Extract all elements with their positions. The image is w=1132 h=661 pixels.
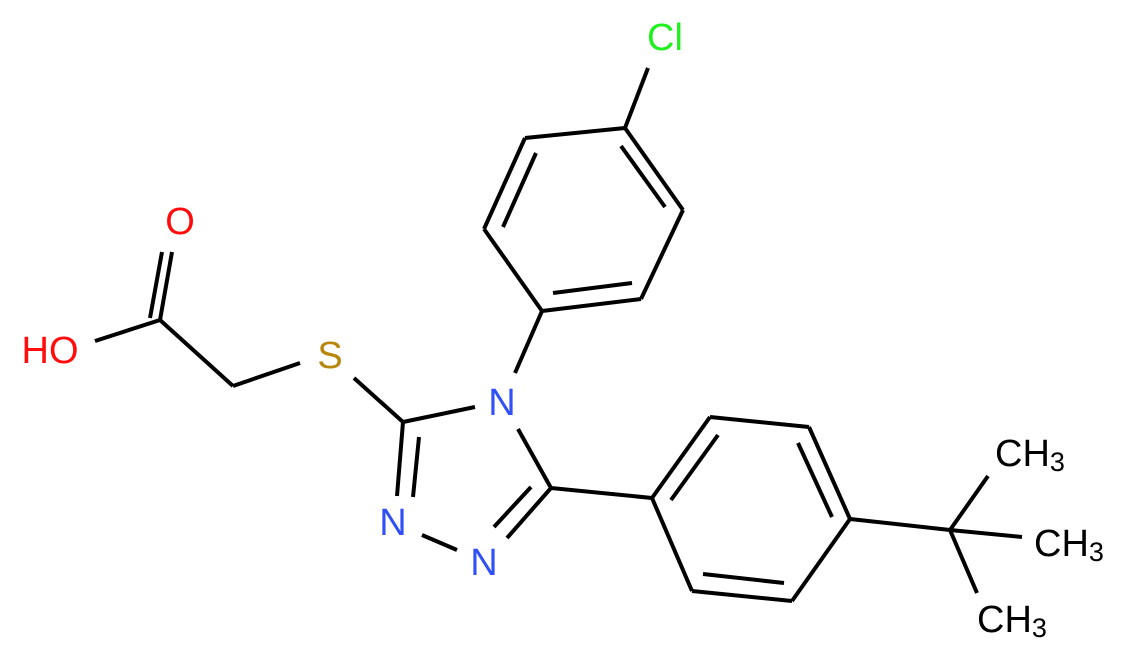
bonds — [94, 67, 1023, 603]
bond-ring1 — [541, 297, 642, 313]
atom-cl: Cl — [647, 17, 683, 59]
bond-ring2 — [650, 497, 694, 592]
bond-cq-me3 — [948, 529, 979, 594]
bond-s-c3 — [352, 376, 405, 424]
bond-n-aryl — [513, 310, 544, 374]
bond-c3-n4 — [402, 405, 476, 424]
bond-ring2-inner — [702, 572, 785, 585]
bond-ring2 — [709, 415, 810, 429]
atom-n1: N — [470, 542, 497, 584]
atom-n4: N — [488, 382, 515, 424]
bond-c-cl — [623, 67, 650, 129]
atom-ch3-1: CH3 — [995, 433, 1065, 477]
atom-n2: N — [379, 502, 406, 544]
atom-labels: Cl O HO S N N N CH3 CH3 CH3 — [22, 17, 1104, 643]
bond-ring1-inner — [619, 144, 667, 209]
bond-cq-me1 — [948, 474, 990, 532]
atom-o-carbonyl: O — [165, 201, 195, 243]
bond-ring1 — [623, 126, 685, 212]
atom-s: S — [317, 335, 342, 377]
atom-ch3-2: CH3 — [1034, 523, 1104, 567]
bond-n2-n1 — [421, 533, 458, 552]
bond-ring2 — [790, 517, 852, 603]
bond-n1-c5 — [505, 486, 553, 540]
bond-n4-c5 — [516, 428, 553, 489]
bond-ring1 — [639, 209, 685, 300]
bond-ring2 — [691, 589, 793, 603]
bond-c5-aryl — [550, 486, 653, 500]
bond-c3-n2-inner — [411, 436, 421, 498]
bond-c-o-double-inner — [148, 251, 164, 319]
bond-ring1-inner — [552, 281, 633, 295]
bond-ring2 — [650, 415, 712, 500]
bond-c-o-double — [158, 251, 174, 321]
bond-cq-me2 — [949, 528, 1023, 539]
bond-n1-c5-inner — [492, 485, 533, 529]
bond-ring2-inner — [669, 433, 720, 502]
atom-oh: HO — [22, 330, 79, 372]
bond-c-oh — [94, 318, 161, 343]
bond-ring1-inner — [501, 152, 538, 228]
bond-ring1 — [524, 126, 626, 140]
bond-aryl-cq — [849, 517, 951, 532]
bond-ch2-s — [232, 361, 301, 388]
bond-ring1 — [482, 227, 544, 313]
bond-c-ch2 — [158, 318, 235, 388]
bond-c3-n2 — [395, 421, 405, 497]
bond-ring2-inner — [796, 442, 834, 518]
bond-ring2 — [807, 426, 852, 520]
bond-ring1 — [482, 137, 527, 230]
atom-ch3-3: CH3 — [977, 599, 1047, 643]
